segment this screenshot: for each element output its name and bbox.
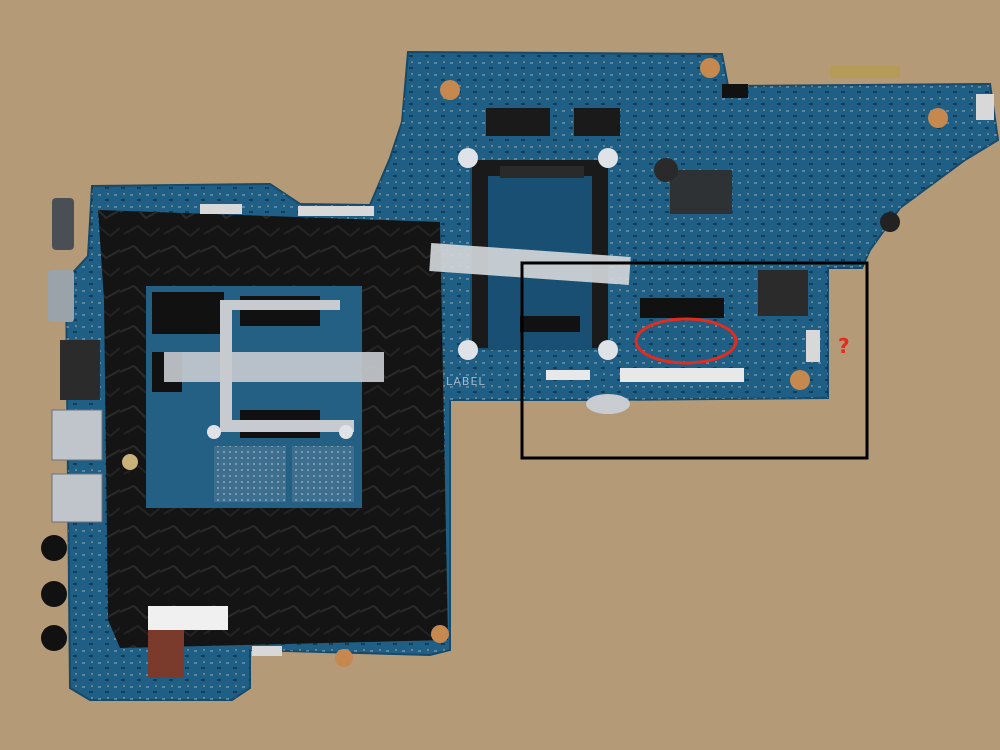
chip [722, 84, 748, 98]
screw-hole [458, 340, 478, 360]
kapton-tape [164, 352, 384, 382]
hdmi-port [48, 270, 74, 322]
connector [976, 94, 994, 120]
screw-hole [207, 425, 221, 439]
power-mosfet [574, 108, 620, 136]
screw-hole [458, 148, 478, 168]
flex-connector [620, 368, 744, 382]
memory-grid [214, 446, 286, 502]
usb-port [51, 473, 103, 523]
flex-connector [200, 204, 242, 214]
capacitor [654, 158, 678, 182]
audio-jack [41, 581, 67, 607]
screw-hole [122, 454, 138, 470]
screw-hole [598, 340, 618, 360]
audio-jack [41, 625, 67, 651]
vga-port [52, 198, 74, 250]
highlight-box [520, 261, 869, 460]
board-label-text: LABEL [446, 375, 486, 388]
connector [640, 298, 724, 318]
heatsink-bracket [220, 300, 340, 420]
ethernet-port [60, 340, 100, 400]
connector [806, 330, 820, 362]
power-mosfet [486, 108, 550, 136]
screw-pad [700, 58, 720, 78]
screw-hole [598, 148, 618, 168]
chip [758, 270, 808, 316]
chip [148, 630, 184, 678]
heatsink-bracket [220, 420, 354, 432]
screw-pad [440, 80, 460, 100]
cmos-battery [586, 394, 630, 414]
audio-jack [41, 535, 67, 561]
connector [252, 646, 282, 656]
usb-port [51, 409, 103, 461]
memory-grid [292, 446, 354, 502]
question-mark: ? [838, 334, 850, 358]
connector [520, 316, 580, 332]
battery-connector [830, 66, 900, 78]
cpu-bracket-bar [500, 166, 584, 178]
component [880, 212, 900, 232]
chip [670, 170, 732, 214]
highlight-ellipse [634, 317, 738, 365]
flex-connector [546, 370, 590, 380]
memory-chip [152, 292, 224, 334]
flex-connector [298, 206, 374, 216]
screw-pad [790, 370, 810, 390]
screw-pad [335, 649, 353, 667]
screw-pad [928, 108, 948, 128]
screw-pad [431, 625, 449, 643]
cpu-heatsink-bracket [472, 160, 608, 348]
serial-label-sticker [148, 606, 228, 630]
screw-hole [339, 425, 353, 439]
